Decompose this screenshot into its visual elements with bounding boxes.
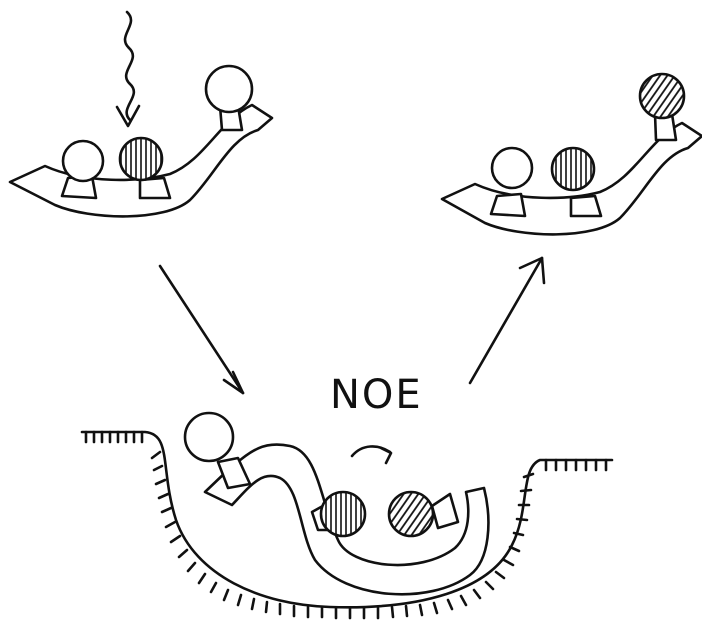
arrow-release: [470, 258, 544, 383]
stem-left-released: [491, 194, 525, 216]
ring-left-plain-released: [492, 148, 532, 188]
arrow-binding: [160, 266, 243, 393]
noe-arrow-icon: [352, 446, 390, 456]
ring-top-hatched-released: [640, 74, 684, 118]
wavy-arrow-icon: [125, 12, 134, 120]
bound-ring-plain: [185, 413, 233, 461]
bound-ring-hatched-diagonal: [389, 492, 433, 536]
bound-stem-right: [432, 494, 458, 528]
bound-ring-hatched-vertical: [321, 492, 365, 536]
ring-middle-hatched-released: [552, 148, 594, 190]
ligand-initial: [10, 12, 272, 216]
receptor-pocket: [82, 413, 612, 618]
ring-top-plain: [206, 66, 252, 112]
ring-left-plain: [63, 141, 103, 181]
stem-middle-released: [571, 196, 601, 216]
noe-label: NOE: [330, 372, 423, 418]
ring-middle-hatched: [120, 138, 162, 180]
ligand-released: [442, 74, 702, 234]
